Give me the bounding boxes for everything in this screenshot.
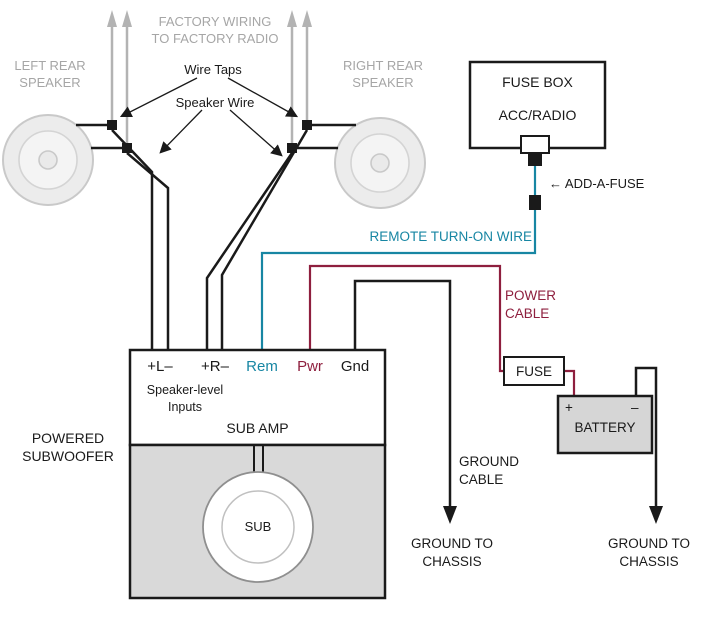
battery-negative-terminal: – xyxy=(631,400,639,415)
ground-to-chassis-left-label: GROUND TO CHASSIS xyxy=(410,536,493,569)
add-a-fuse-label: ← ADD-A-FUSE xyxy=(549,176,645,191)
add-a-fuse-holder xyxy=(529,195,541,210)
amp-terminal-left-input: +L– xyxy=(147,358,173,375)
speaker-level-inputs-label: Speaker-level Inputs xyxy=(146,383,224,414)
power-cable-label: POWER CABLE xyxy=(505,288,557,321)
amp-terminal-remote: Rem xyxy=(246,358,278,375)
amp-terminal-ground: Gnd xyxy=(340,358,370,375)
remote-turn-on-wire-label: REMOTE TURN-ON WIRE xyxy=(369,229,533,244)
wire-taps-callout-arrows xyxy=(119,77,299,118)
sub-driver-label: SUB xyxy=(244,519,272,534)
speaker-wire-runs xyxy=(111,129,309,350)
wire-taps-label: Wire Taps xyxy=(184,62,242,77)
speaker-wire-label: Speaker Wire xyxy=(175,95,255,110)
powered-subwoofer-label: POWERED SUBWOOFER xyxy=(22,430,114,465)
left-rear-speaker-label: LEFT REAR SPEAKER xyxy=(14,58,86,91)
ground-cable-label: GROUND CABLE xyxy=(459,454,519,487)
subwoofer-driver-icon xyxy=(202,471,314,583)
wire-tap xyxy=(107,120,117,130)
ground-to-chassis-right-label: GROUND TO CHASSIS xyxy=(607,536,690,569)
speaker-wire-callout-arrows xyxy=(159,109,283,157)
speaker-leads xyxy=(76,123,356,150)
battery-label: BATTERY xyxy=(574,420,636,435)
wire-tap xyxy=(302,120,312,130)
add-a-fuse-plug xyxy=(528,153,542,166)
battery-positive-terminal: + xyxy=(565,400,573,415)
amp-ground-wire xyxy=(353,279,457,524)
right-rear-speaker-label: RIGHT REAR SPEAKER xyxy=(343,58,423,91)
fuse-box xyxy=(468,60,607,150)
fuse-box-socket xyxy=(520,135,550,154)
battery-ground-wire xyxy=(634,366,663,524)
factory-wiring-label: FACTORY WIRING TO FACTORY RADIO xyxy=(151,14,279,47)
battery-box xyxy=(556,394,654,455)
wire-taps xyxy=(107,120,312,153)
amp-to-sub-leads xyxy=(253,445,264,473)
factory-wiring-arrows xyxy=(107,10,312,146)
acc-radio-label: ACC/RADIO xyxy=(498,107,577,123)
amp-terminal-power: Pwr xyxy=(297,358,323,375)
sub-amp-label: SUB AMP xyxy=(226,420,289,436)
fuse-box-title: FUSE BOX xyxy=(502,74,573,90)
wire-tap xyxy=(287,143,297,153)
amp-terminal-right-input: +R– xyxy=(201,358,229,375)
wire-tap xyxy=(122,143,132,153)
left-rear-speaker-icon xyxy=(2,114,94,206)
fuse-label: FUSE xyxy=(515,364,552,379)
inline-fuse xyxy=(503,356,565,386)
power-cable-wire xyxy=(308,264,576,396)
right-rear-speaker-icon xyxy=(334,117,426,209)
sub-amp-box xyxy=(128,348,387,447)
